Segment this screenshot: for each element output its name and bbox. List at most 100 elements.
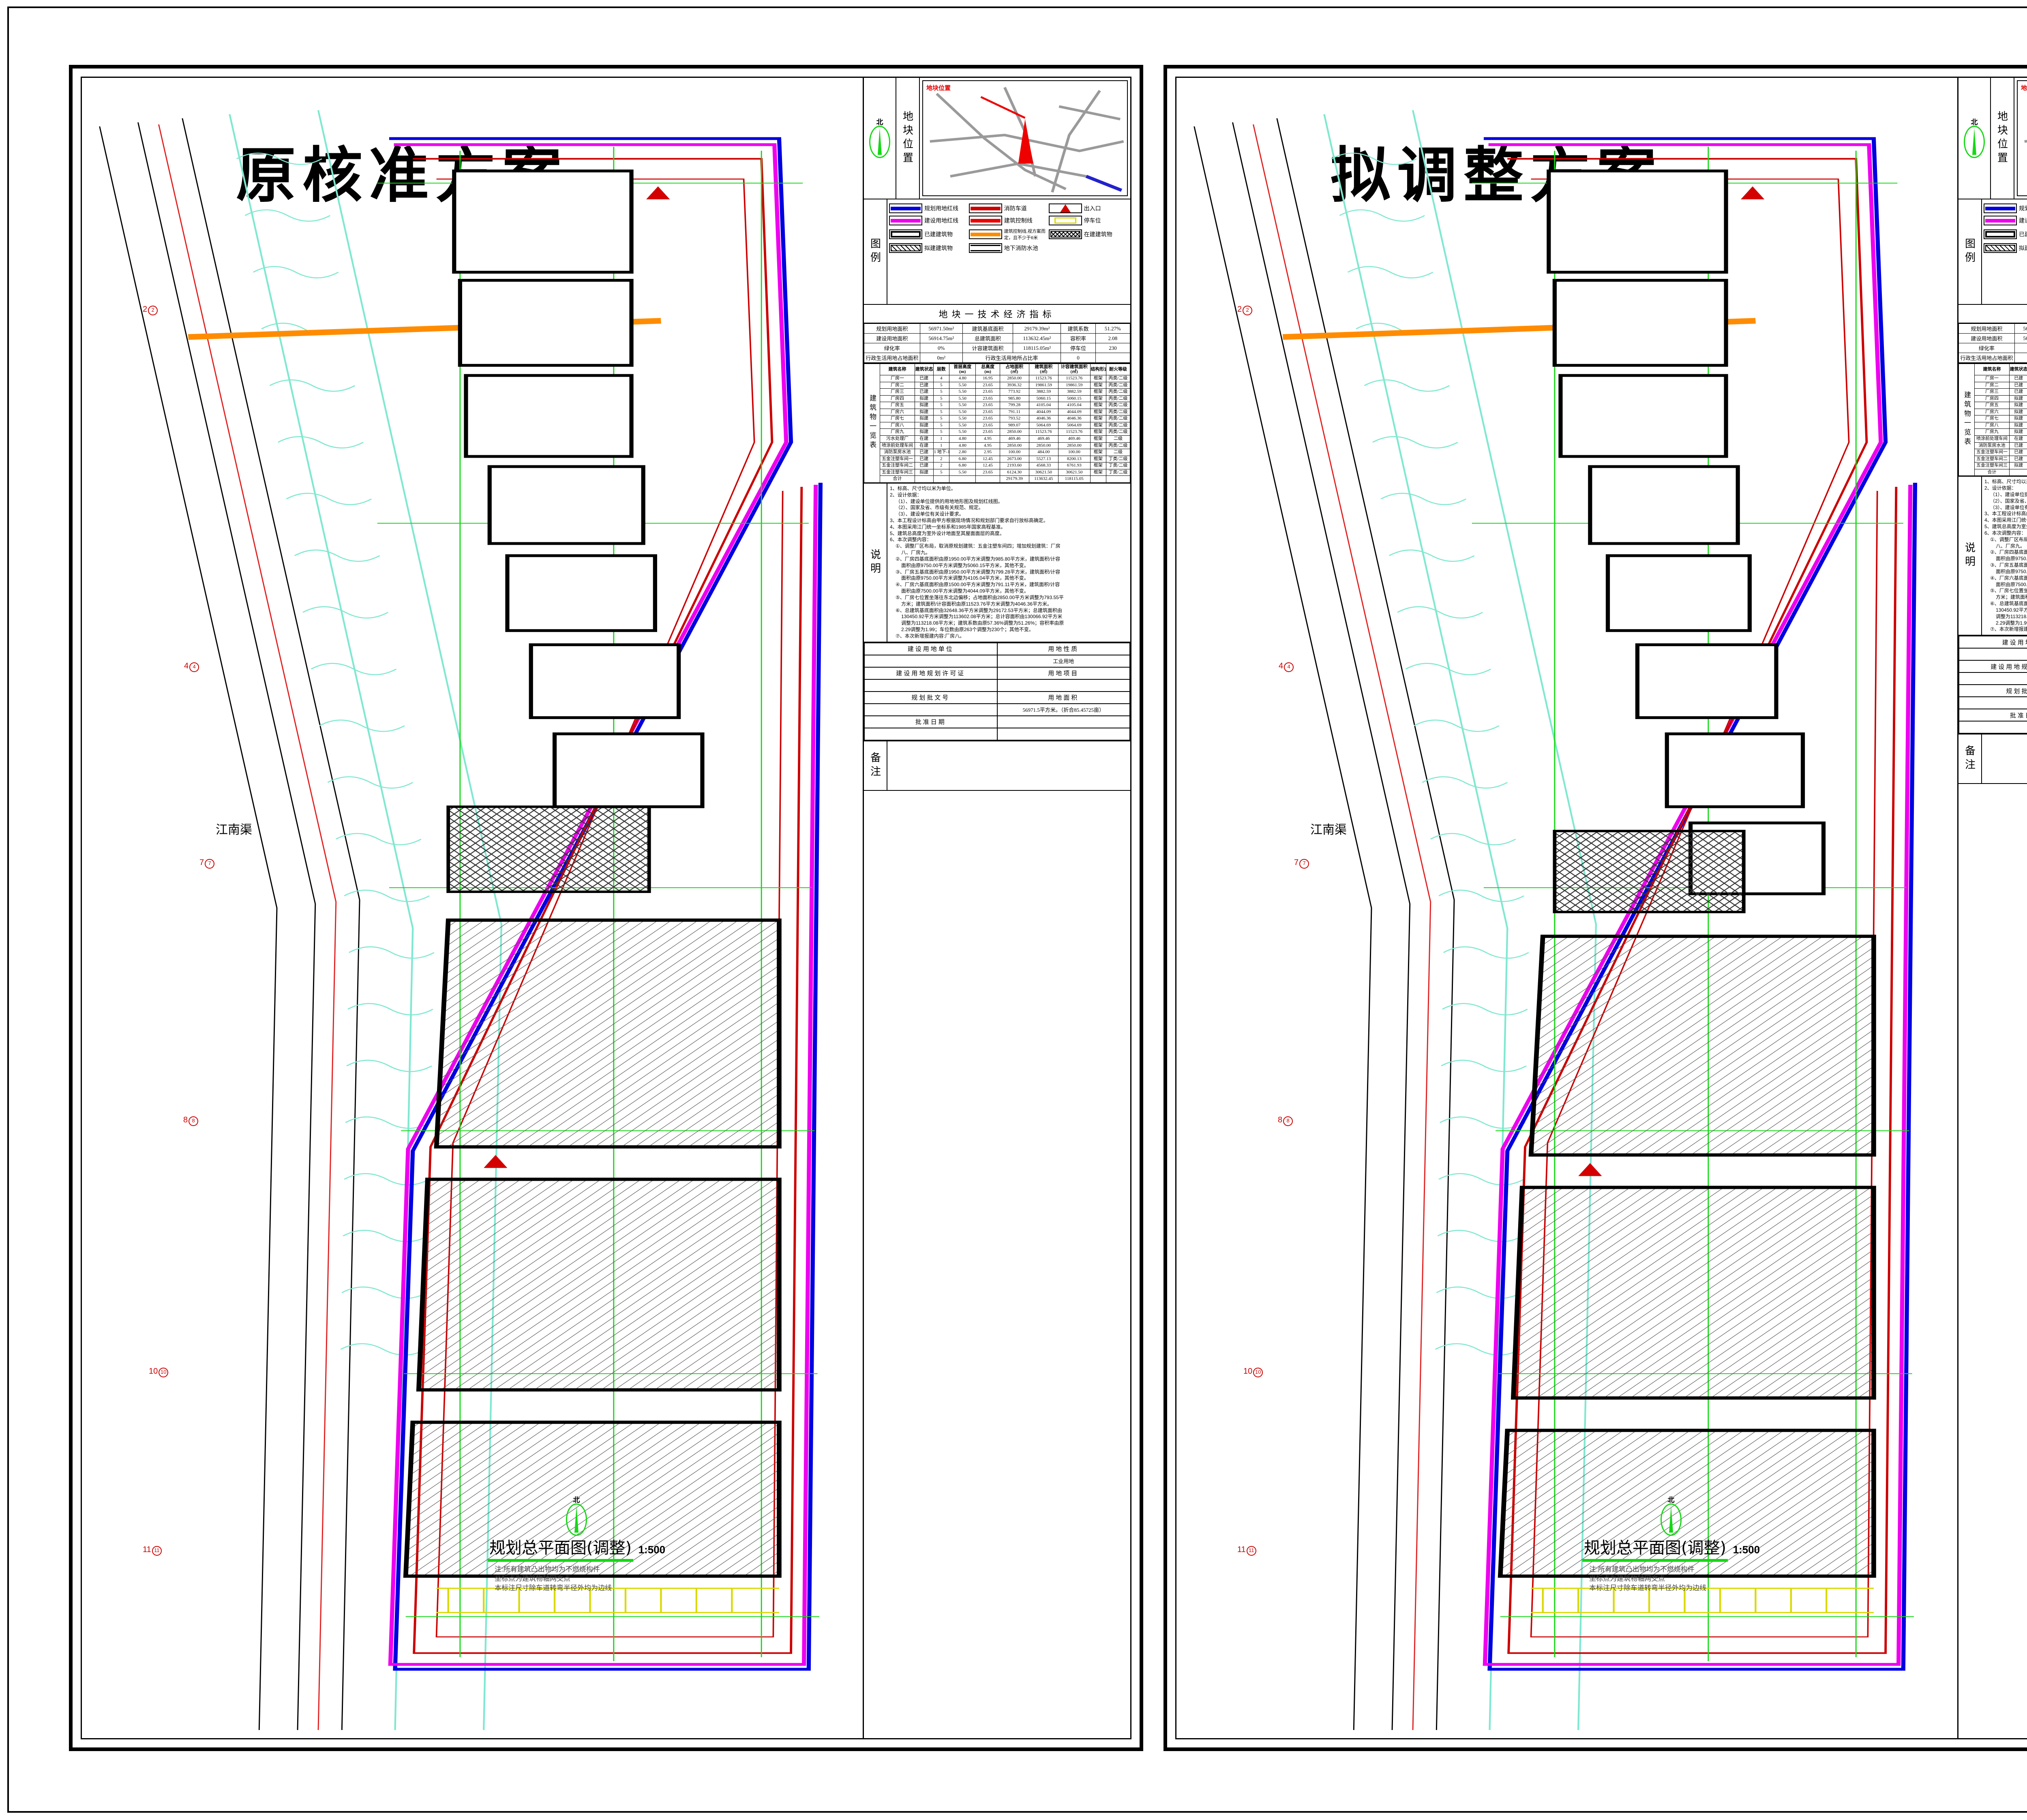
note-line: 2、设计依据： (1984, 485, 2016, 491)
building-cell: 100.00 (1058, 449, 1091, 456)
legend-item: 建筑控制线 (969, 216, 1047, 225)
building-cell: 已建 (2009, 449, 2027, 456)
building-cell: 丙类/二级 (1106, 402, 1130, 409)
building-cell: 框架 (1090, 408, 1106, 416)
building-cell: 5.50 (949, 428, 976, 436)
building-cell: 厂房五 (880, 402, 915, 409)
legend-swatch-hatch-d-icon (1984, 243, 2017, 253)
building-cell: 框架 (1090, 422, 1106, 429)
building-cell: 框架 (1090, 395, 1106, 403)
note-line: 面积由原9750.00平方米调整为5060.15平方米，其他不变。 (901, 562, 1029, 568)
building-row: 厂房二已建55.5023.653936.3219861.5919861.59框架… (1959, 381, 2027, 389)
indicator-label: 建设用地面积 (1958, 333, 2015, 343)
note-line: 方米；建筑面积/计容面积由原11523.76平方米调整为4046.36平方米。 (1996, 594, 2027, 600)
legend-item: 消防车道 (969, 203, 1047, 213)
indicator-value: 51.27% (1095, 323, 1130, 334)
note-line: （2）、国家及省、市级有关规范、规定。 (896, 505, 984, 511)
locality-map-cell: 地块位置 (920, 78, 1130, 199)
building-cell: 已建 (914, 455, 934, 463)
legend-label: 消防车道 (1004, 205, 1027, 212)
building-cell: 484.00 (1028, 449, 1058, 456)
legend-label: 在建建筑物 (1084, 231, 1112, 238)
building-cell: 4046.36 (1028, 415, 1058, 422)
compass-icon (1661, 1503, 1682, 1536)
indicator-label: 建筑基底面积 (962, 323, 1014, 334)
legend-item: 已建建筑物 (889, 228, 967, 241)
building-cell: 5.50 (949, 381, 976, 389)
building-cell: 框架 (1090, 455, 1106, 463)
notes-body-adjusted: 1、标高、尺寸均以米为单位。2、设计依据：（1）、建设单位提供的用地地形图及规划… (1982, 477, 2027, 635)
remark-content-original (887, 741, 1130, 790)
building-cell: 五金注塑车间一 (1974, 449, 2010, 456)
building-total-blank (2009, 469, 2027, 476)
building-row: 厂房五拟建55.5023.65799.284105.044105.04框架丙类/… (1959, 402, 2027, 409)
indicator-cell: 0m² (2014, 353, 2027, 363)
building-cell: 1 (933, 442, 949, 450)
building-cell: 厂房九 (1974, 428, 2010, 436)
legend-item: 建筑控制线,视方案而定，且不少于6米 (969, 228, 1047, 241)
building-cell: 23.65 (975, 428, 1000, 436)
compass-icon (869, 125, 890, 158)
building-cell: 丙类/二级 (1106, 408, 1130, 416)
building-cell: 框架 (1090, 381, 1106, 389)
legend-label: 建筑控制线 (1004, 217, 1033, 224)
indicator-label: 建筑系数 (1061, 323, 1096, 334)
building-cell: 5 (933, 428, 949, 436)
building-cell: 4044.09 (1028, 408, 1058, 416)
building-cell: 2 (933, 455, 949, 463)
building-column-header: 建筑名称 (1974, 363, 2010, 376)
note-line: （1）、建设单位提供的用地地形图及规划红线图。 (1990, 491, 2027, 497)
legend-item: 规划用地红线 (1984, 203, 2027, 213)
legend-label: 规划用地红线 (2019, 205, 2027, 212)
building-cell: 厂房二 (880, 381, 915, 389)
building-cell: 5 (933, 422, 949, 429)
locality-map-cell: 地块位置 (2014, 78, 2027, 199)
legend-swatch-hatch-d-icon (889, 243, 922, 253)
building-cell: 5 (933, 469, 949, 476)
building-table-adjusted: 建筑物一览表建筑名称建筑状态层数首层高度(m)总高度(m)占地面积(㎡)建筑面积… (1958, 363, 2027, 476)
indicator-label: 规划用地面积 (1958, 323, 2015, 334)
building-cell: 拟建 (914, 428, 934, 436)
remark-content-adjusted (1982, 734, 2027, 783)
note-line: 4、本图采用江门统一坐标系和1985年国家高程基准。 (890, 524, 1006, 530)
note-line: 130450.92平方米调整为113602.08平方米；总计容面积由130066… (901, 614, 1063, 620)
building-cell: 6.80 (949, 455, 976, 463)
building-cell: 框架 (1090, 388, 1106, 396)
locality-label-cell: 地块位置 (896, 78, 920, 199)
legend-label: 建筑控制线,视方案而定，且不少于6米 (1004, 229, 1046, 240)
building-column-header: 建筑名称 (880, 363, 915, 376)
note-line: 2.29调整为1.99；车位数由原263个调整为230个；其他不变。 (901, 627, 1034, 633)
building-cell: 5 (933, 395, 949, 403)
building-cell: 丙类/二级 (1106, 395, 1130, 403)
building-body-original: 建筑物一览表建筑名称建筑状态层数首层高度(m)总高度(m)占地面积(㎡)建筑面积… (864, 363, 1130, 483)
legend-label: 停车位 (1084, 217, 1101, 224)
building-cell: 五金注塑车间二 (880, 462, 915, 469)
building-column-header: 结构形式 (1090, 363, 1106, 376)
building-cell: 469.46 (1058, 435, 1091, 443)
building-cell: 消防泵房水池 (880, 449, 915, 456)
building-cell: 丙类/二级 (1106, 375, 1130, 382)
legend-row-original: 图例 规划用地红线消防车道出入口建设用地红线建筑控制线停车位已建建筑物建筑控制线… (864, 199, 1130, 305)
legend-swatch-bar-icon (969, 216, 1002, 225)
building-cell: 在建 (914, 442, 934, 450)
note-line: 6、本次调整内容： (1984, 530, 2026, 536)
locality-row-original: 北 地块位置 (864, 78, 1130, 199)
building-total-blank (933, 475, 949, 483)
building-total-value: 118115.05 (1058, 475, 1091, 483)
indicator-value: 56914.75m² (919, 333, 963, 343)
indicator-value: 113632.45m² (1013, 333, 1061, 343)
building-cell: 厂房五 (1974, 402, 2010, 409)
building-cell: 791.11 (999, 408, 1029, 416)
note-line: 2、设计依据： (890, 492, 922, 498)
building-cell: 丙类/二级 (1106, 428, 1130, 436)
